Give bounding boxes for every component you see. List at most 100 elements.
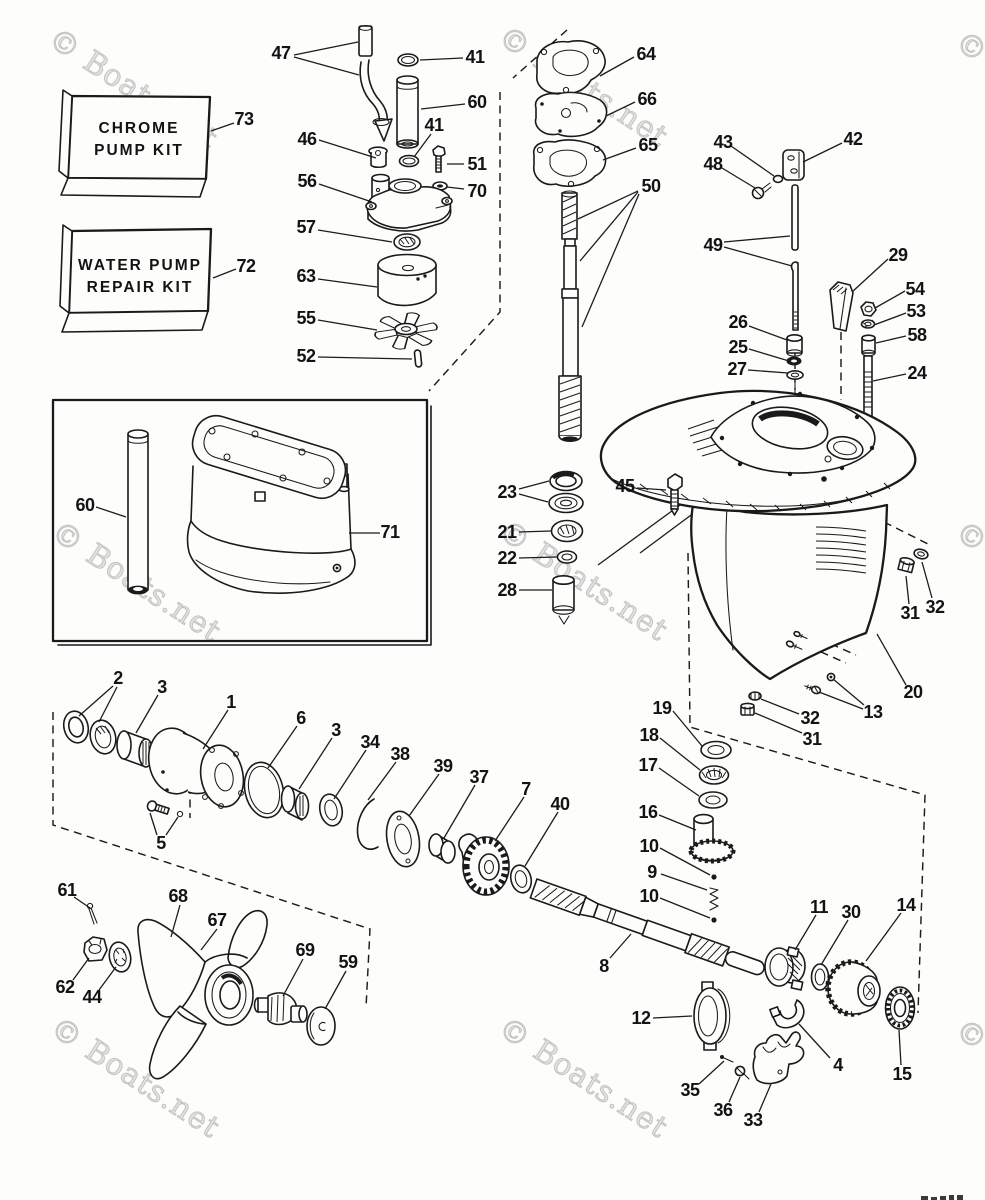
leader-line-26 — [748, 325, 788, 341]
o-ring-41-lower-drawing — [398, 154, 420, 168]
watermark-text: © Boats.net — [492, 513, 674, 648]
part-label-24: 24 — [907, 363, 927, 383]
part-label-15: 15 — [892, 1064, 912, 1084]
part-label-38: 38 — [390, 744, 410, 764]
pin-10b-drawing — [711, 917, 717, 923]
part-label-36: 36 — [713, 1100, 733, 1120]
pin-10a-drawing — [711, 874, 717, 880]
plate-39-drawing — [385, 810, 421, 868]
leader-line-38 — [367, 761, 397, 801]
leader-line-5 — [165, 816, 179, 836]
leader-line-19 — [672, 710, 703, 747]
plug-31-upper-drawing — [897, 556, 915, 574]
leader-line-6 — [267, 725, 298, 769]
part-label-8: 8 — [599, 956, 609, 976]
leader-line-4 — [798, 1023, 831, 1059]
part-label-56: 56 — [297, 171, 317, 191]
pump-housing-drawing — [365, 173, 453, 232]
bearing-21-drawing — [550, 519, 584, 543]
shift-cradle-4-drawing — [769, 999, 805, 1029]
part-label-32: 32 — [800, 708, 820, 728]
part-label-22: 22 — [497, 548, 517, 568]
nut-54-drawing — [860, 301, 877, 317]
grommet-drawing — [368, 146, 388, 169]
leader-line-18 — [659, 737, 701, 771]
leader-line-22 — [518, 556, 558, 559]
part-label-3: 3 — [157, 677, 167, 697]
shift-fork-33-drawing — [752, 1031, 805, 1085]
part-label-62: 62 — [55, 977, 75, 997]
part-label-71: 71 — [380, 522, 400, 542]
bolt-45-drawing — [667, 473, 683, 516]
part-label-42: 42 — [843, 129, 863, 149]
indicator-tube-drawing — [358, 25, 373, 57]
seal-2b-drawing — [89, 719, 117, 755]
leader-line-34 — [333, 749, 367, 800]
part-label-41: 41 — [424, 115, 444, 135]
leader-line-69 — [282, 958, 304, 997]
part-label-39: 39 — [433, 756, 453, 776]
water-pump-assembly — [358, 25, 453, 368]
gasket-66-drawing — [534, 91, 608, 138]
washer-32-upper-drawing — [913, 548, 929, 560]
leader-line-72 — [212, 268, 237, 279]
leader-line-25 — [748, 348, 790, 362]
retaining-ring-38-drawing — [356, 798, 379, 850]
inset-tube-60-drawing — [127, 429, 149, 595]
part-label-1: 1 — [226, 692, 236, 712]
washer-34-drawing — [318, 793, 344, 827]
part-label-19: 19 — [652, 698, 672, 718]
leader-line-45 — [636, 487, 667, 491]
leader-line-36 — [728, 1076, 741, 1103]
part-label-17: 17 — [638, 755, 658, 775]
leader-line-12 — [652, 1015, 693, 1019]
gasket-65-drawing — [532, 139, 607, 188]
part-label-35: 35 — [680, 1080, 700, 1100]
forward-gear-drawing — [458, 833, 510, 896]
part-label-60: 60 — [75, 495, 95, 515]
leader-line-67 — [200, 928, 218, 951]
leader-line-41 — [419, 57, 464, 61]
leader-line-16 — [658, 814, 697, 831]
leader-line-68 — [170, 904, 181, 938]
screw-35-drawing — [720, 1055, 734, 1063]
leader-line-64 — [599, 56, 635, 77]
watermark-text: © Boats.net — [949, 1012, 985, 1147]
part-label-68: 68 — [168, 886, 188, 906]
leader-line-50 — [579, 191, 639, 262]
part-label-43: 43 — [713, 132, 733, 152]
part-label-12: 12 — [631, 1008, 651, 1028]
o-ring-6-drawing — [243, 761, 285, 819]
watermark-text: © Boats.net — [949, 24, 985, 159]
screws-5-drawing — [146, 800, 184, 818]
leader-line-13 — [832, 678, 865, 706]
bearing-head-1-drawing — [147, 727, 245, 809]
leader-line-17 — [658, 767, 700, 797]
drain-screws-drawing — [785, 630, 808, 650]
bearing-18-drawing — [698, 765, 730, 785]
part-label-58: 58 — [907, 325, 927, 345]
washer-17-drawing — [698, 791, 728, 809]
leader-line-47 — [293, 41, 359, 56]
bushing-58-drawing — [861, 334, 876, 357]
part-label-64: 64 — [636, 44, 656, 64]
leader-line-21 — [518, 530, 552, 533]
part-label-2: 2 — [113, 668, 123, 688]
leader-line-32 — [760, 698, 800, 715]
chrome-pump-kit-box: CHROME PUMP KIT — [58, 89, 212, 198]
prop-hub-69-drawing — [253, 992, 308, 1026]
leader-line-39 — [408, 773, 440, 817]
part-label-18: 18 — [639, 725, 659, 745]
pump-cup-drawing — [377, 253, 437, 307]
part-label-50: 50 — [641, 176, 661, 196]
kit-box-line: PUMP KIT — [94, 142, 184, 159]
bushing-26-drawing — [786, 333, 803, 357]
leader-line-50 — [577, 190, 639, 220]
leader-line-10 — [659, 897, 711, 919]
clutch-dog-drawing — [764, 946, 806, 991]
part-label-48: 48 — [703, 154, 723, 174]
part-label-46: 46 — [297, 129, 317, 149]
part-label-30: 30 — [841, 902, 861, 922]
connector-42-drawing — [782, 149, 805, 181]
